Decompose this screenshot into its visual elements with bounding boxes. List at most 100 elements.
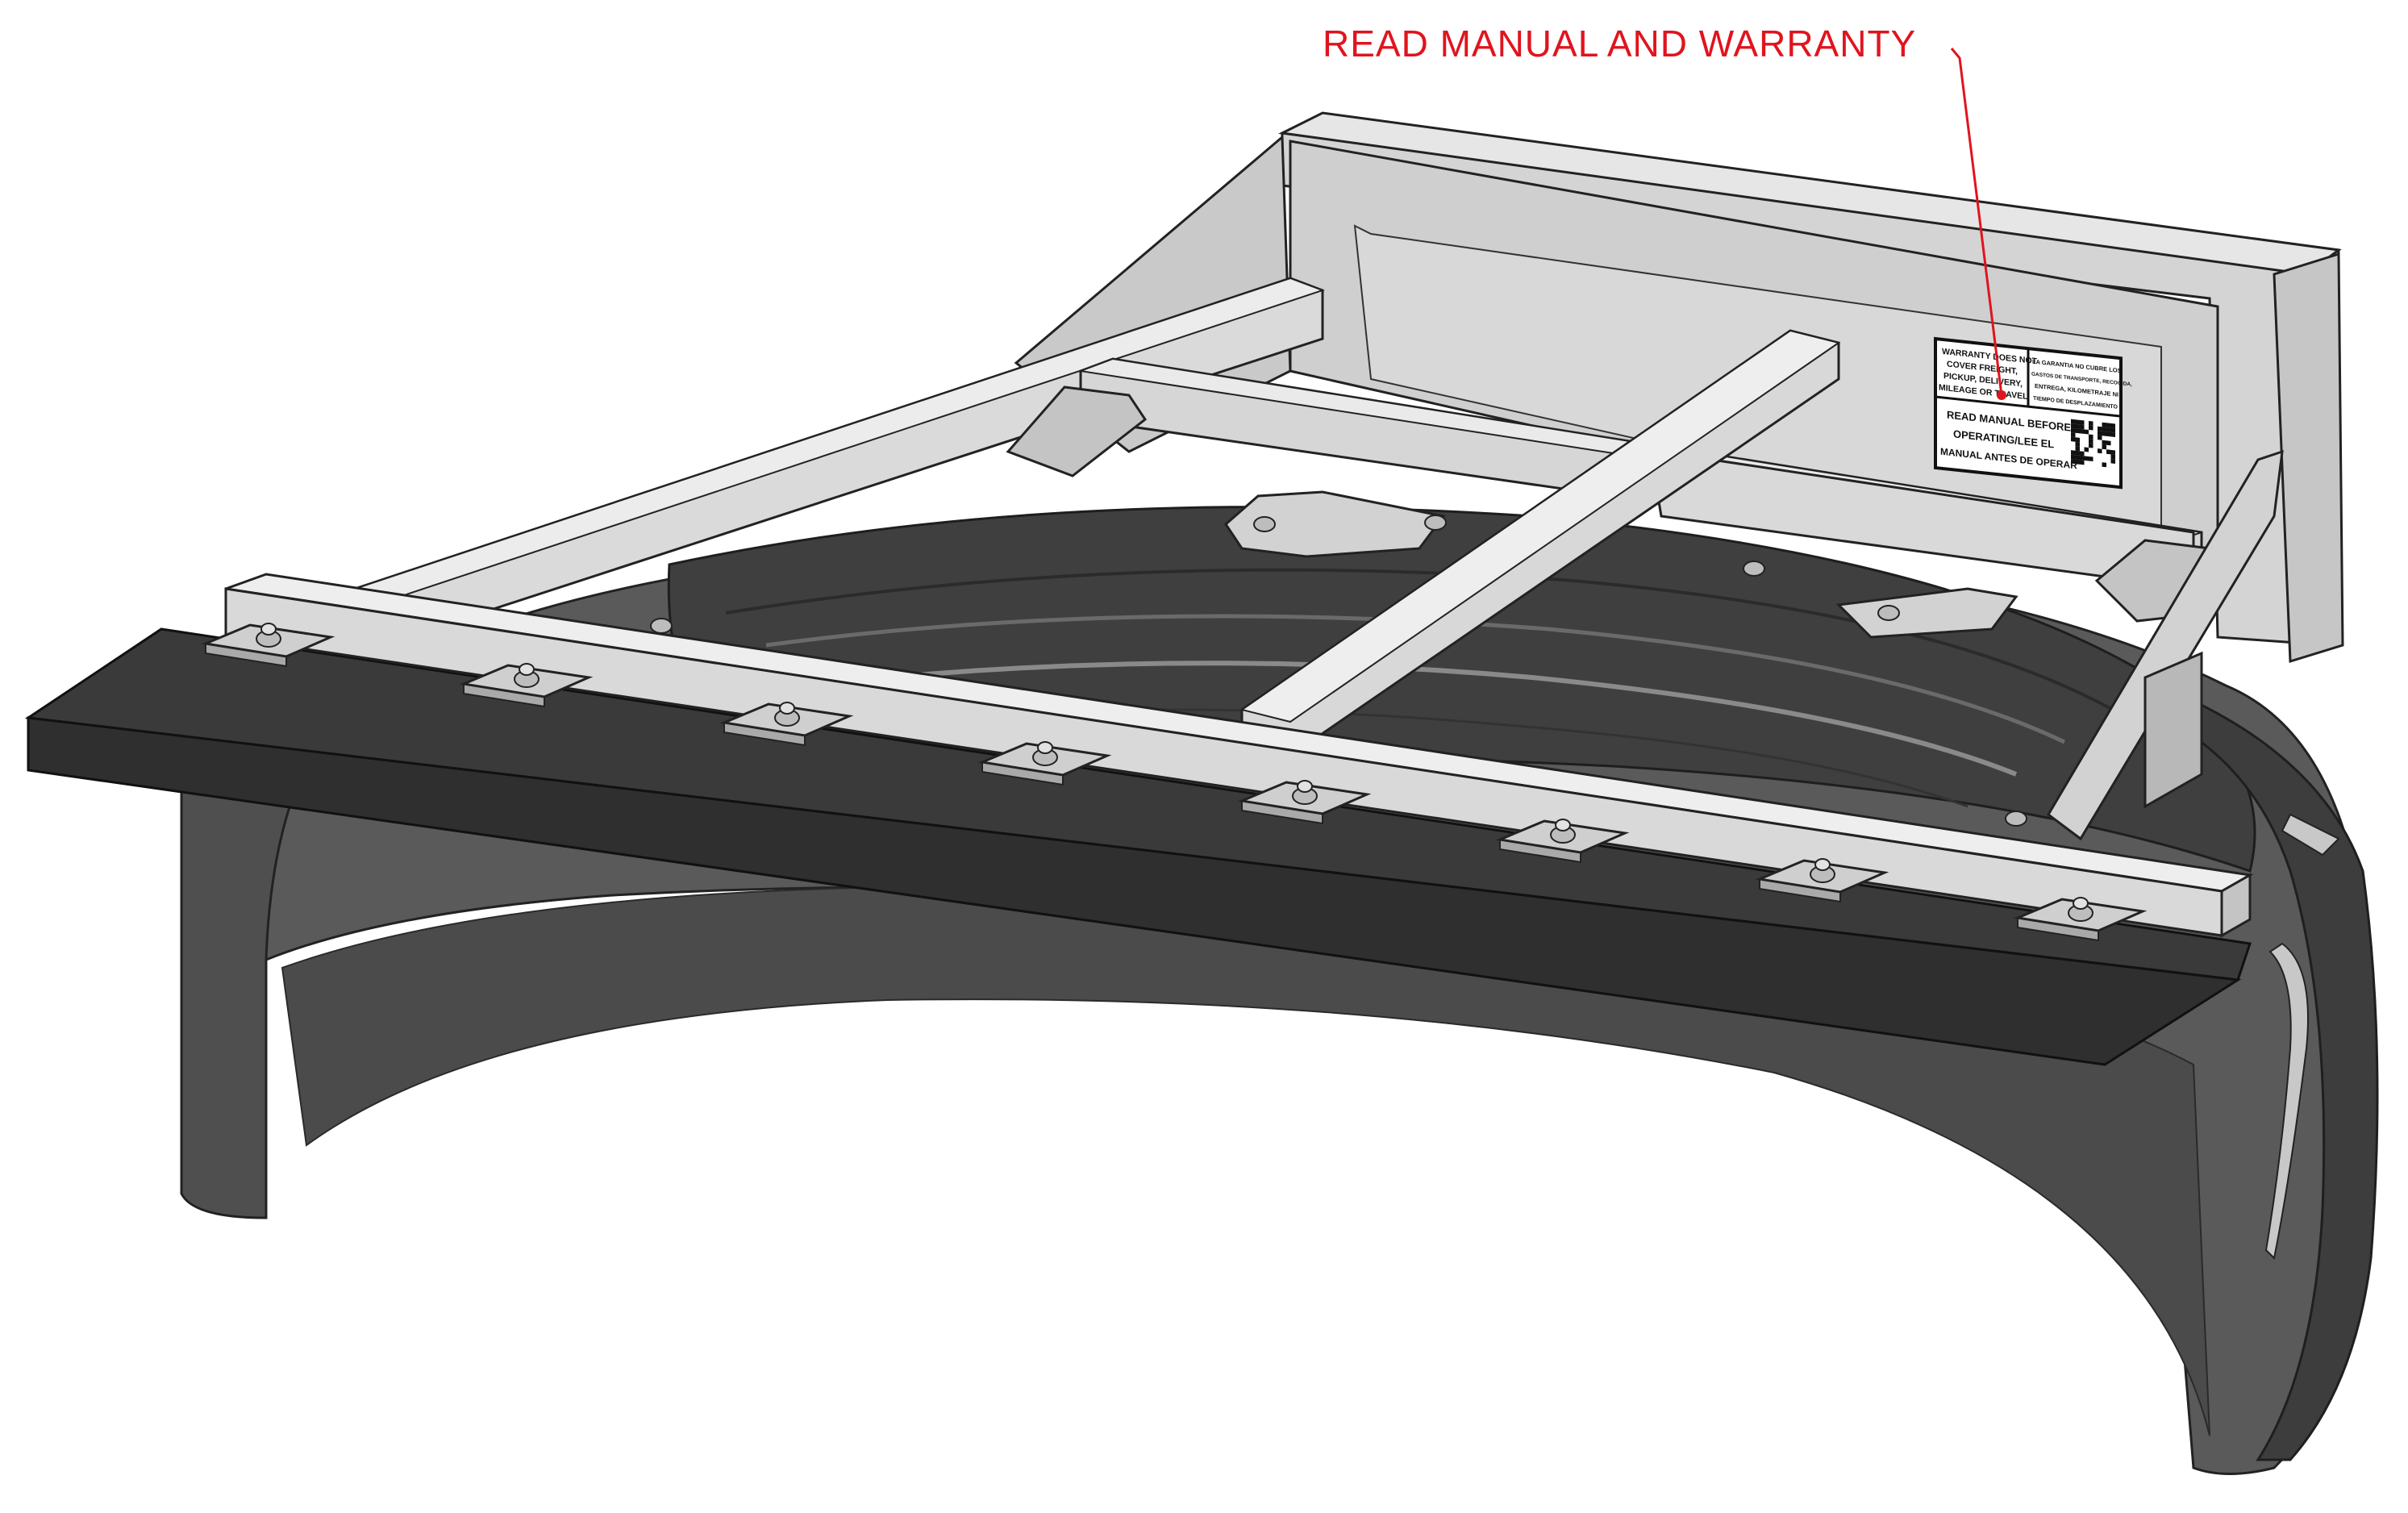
qr-module — [2098, 426, 2102, 431]
callout: READ MANUAL AND WARRANTY — [1323, 23, 2006, 400]
rim-ring-inner — [806, 661, 2018, 777]
right-bracket — [2143, 651, 2203, 809]
qr-module — [2080, 460, 2085, 465]
qr-module — [2080, 424, 2085, 430]
qr-module — [2075, 419, 2080, 425]
qr-module — [2102, 462, 2106, 468]
frame-bolts — [650, 515, 2027, 827]
qr-module — [2084, 429, 2089, 435]
qr-module — [2071, 432, 2076, 438]
qr-module — [2110, 423, 2115, 428]
clamp-plate — [1495, 819, 1630, 864]
qr-module — [2106, 427, 2111, 432]
qr-module — [2102, 422, 2106, 427]
qr-module — [2075, 455, 2080, 461]
back-plate-top-lip — [1277, 111, 2342, 276]
clamp-plate — [1755, 858, 1889, 903]
qr-module — [2071, 423, 2076, 429]
right-diagonal-arm — [2047, 449, 2284, 841]
clamp-plates — [201, 623, 2148, 942]
qr-module — [2098, 435, 2102, 440]
mount-plate-right — [1835, 587, 2018, 639]
bolt-head — [1297, 780, 1313, 793]
qr-module — [2084, 447, 2089, 452]
qr-module — [2084, 456, 2089, 461]
callout-label: READ MANUAL AND WARRANTY — [1323, 23, 1916, 65]
qr-module — [2071, 436, 2076, 442]
bolt-head — [260, 623, 277, 636]
qr-code-icon — [2071, 419, 2115, 468]
frame-bolt — [2005, 811, 2027, 827]
cross-bar-left-gusset — [1006, 386, 1148, 477]
qr-module — [2102, 444, 2106, 450]
qr-module — [2089, 438, 2093, 444]
mount-plate-left — [1224, 490, 1446, 558]
qr-module — [2106, 431, 2111, 437]
frame-bolt — [650, 618, 673, 634]
frame-bolt — [1253, 516, 1276, 532]
clamp-plate — [459, 663, 594, 708]
qr-module — [2102, 440, 2106, 445]
frame-bolt — [1743, 561, 1765, 577]
rim-ring-mid — [765, 614, 2066, 744]
valve-stem-upper — [2281, 813, 2340, 857]
decal-divider-horizontal — [1935, 395, 2121, 418]
rubber-cutting-edge — [24, 627, 2252, 1066]
bolt-head — [1814, 858, 1831, 871]
qr-module — [2110, 454, 2115, 460]
bolt-head — [1037, 741, 1053, 754]
qr-module — [2075, 437, 2080, 443]
decal-background — [1934, 336, 2123, 490]
callout-target-dot — [1997, 390, 2006, 400]
clamp-plate — [1237, 780, 1372, 825]
qr-module — [2075, 459, 2080, 465]
clamp-plate — [2013, 897, 2148, 942]
clamp-plate — [719, 702, 854, 747]
bolt-head — [779, 702, 795, 715]
qr-module — [2098, 448, 2102, 454]
qr-module — [2106, 440, 2111, 446]
qr-module — [2106, 449, 2111, 455]
clamp-plate — [977, 741, 1112, 786]
qr-module — [2098, 431, 2102, 436]
qr-module — [2071, 427, 2076, 433]
qr-module — [2089, 425, 2093, 431]
qr-module — [2110, 427, 2115, 433]
qr-module — [2089, 456, 2093, 462]
qr-module — [2102, 431, 2106, 436]
qr-module — [2071, 450, 2076, 456]
qr-module — [2075, 450, 2080, 456]
front-beam-end-cap — [2220, 873, 2252, 938]
right-side-plate — [2273, 252, 2344, 664]
qr-module — [2080, 451, 2085, 456]
qr-module — [2110, 431, 2115, 437]
callout-leader-line — [1950, 48, 2003, 396]
qr-module — [2071, 454, 2076, 460]
qr-module — [2110, 449, 2115, 455]
center-arm-top — [1239, 329, 1841, 723]
qr-module — [2080, 428, 2085, 434]
clamp-plate — [201, 623, 335, 668]
tire-right-shoulder — [2176, 691, 2379, 1461]
qr-module — [2080, 455, 2085, 461]
steel-frame — [224, 111, 2344, 938]
rubber-edge-front — [27, 716, 2242, 1066]
qr-module — [2075, 423, 2080, 429]
bolt-head — [2073, 897, 2089, 910]
qr-module — [2071, 419, 2076, 424]
qr-module — [2089, 420, 2093, 427]
qr-module — [2089, 443, 2093, 448]
qr-module — [2102, 427, 2106, 432]
qr-module — [2089, 434, 2093, 440]
bolt-head — [519, 663, 535, 676]
qr-module — [2106, 423, 2111, 428]
frame-bolt — [1877, 605, 1900, 621]
valve-stem — [2264, 942, 2309, 1261]
qr-module — [2080, 419, 2085, 425]
frame-bolt — [1424, 515, 1447, 531]
qr-module — [2075, 446, 2080, 452]
warning-decal: WARRANTY DOES NOT COVER FREIGHT, PICKUP,… — [1934, 336, 2132, 490]
qr-module — [2071, 459, 2076, 465]
qr-module — [2110, 458, 2115, 464]
